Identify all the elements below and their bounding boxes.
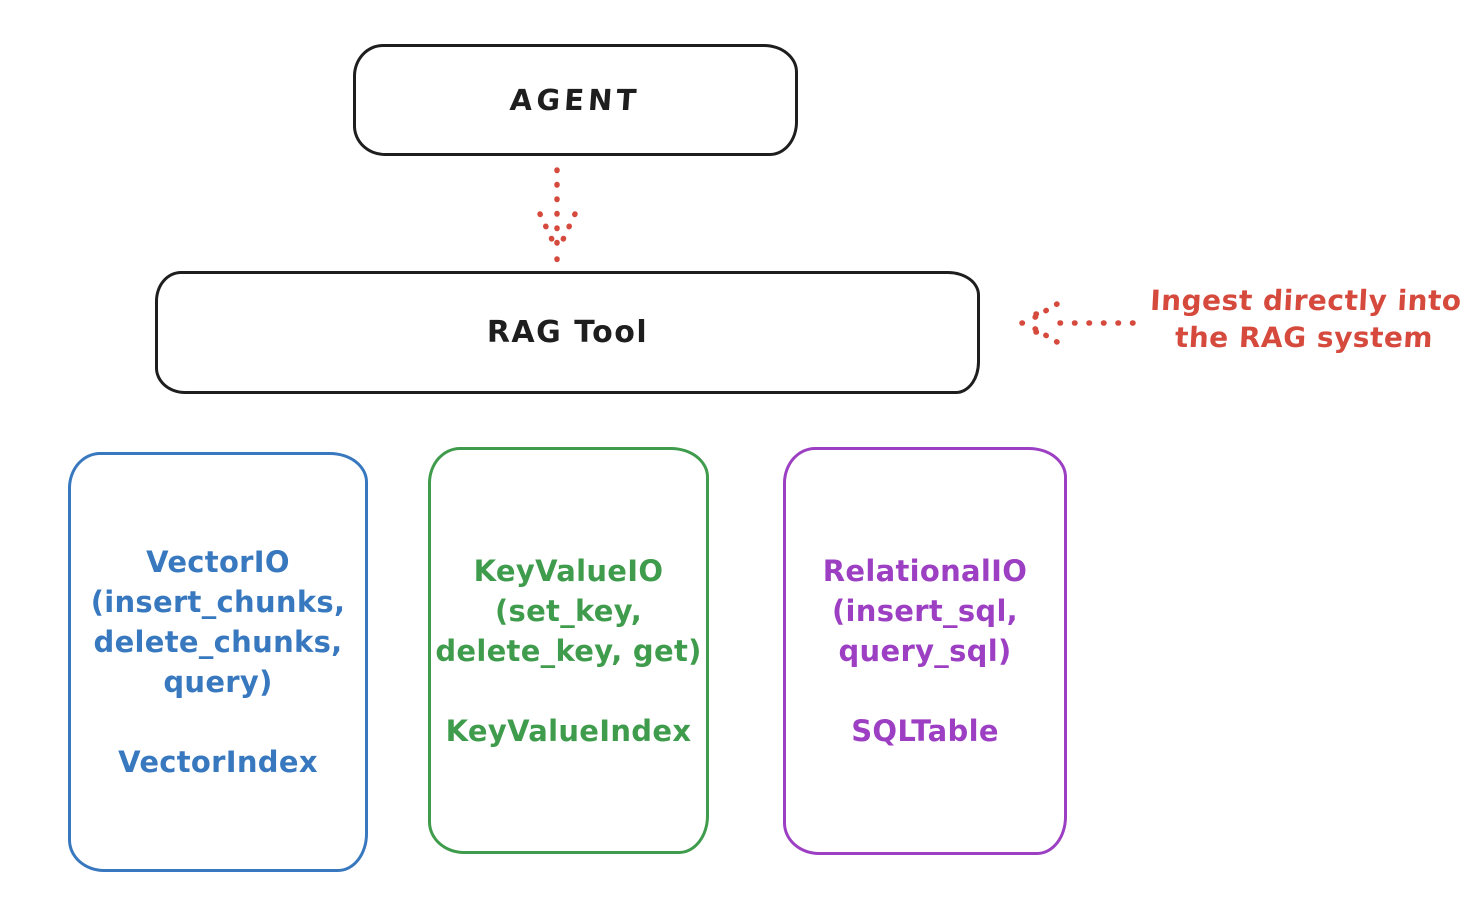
left-arrow-icon [1019, 301, 1136, 345]
key-value-io-box: KeyValueIO (set_key, delete_key, get) Ke… [428, 447, 709, 854]
agent-box: AGENT [353, 44, 798, 156]
vector-io-title: VectorIO [146, 545, 290, 579]
agent-label: AGENT [509, 83, 642, 117]
ingest-annotation-line2: the RAG system [1174, 321, 1434, 354]
vector-io-params-line3: query) [163, 665, 273, 699]
key-value-io-params-line2: delete_key, get) [435, 633, 702, 668]
ingest-annotation-line1: Ingest directly into [1149, 284, 1463, 317]
rag-tool-label: RAG Tool [486, 315, 649, 350]
sql-table-label: SQLTable [851, 714, 999, 748]
relational-io-params-line1: (insert_sql, [831, 594, 1018, 628]
key-value-io-params-line1: (set_key, [494, 593, 643, 628]
vector-io-box: VectorIO (insert_chunks, delete_chunks, … [68, 452, 368, 872]
rag-tool-box: RAG Tool [155, 271, 980, 394]
vector-io-params-line1: (insert_chunks, [90, 585, 346, 619]
down-arrow-icon [537, 167, 578, 263]
vector-io-params-line2: delete_chunks, [93, 625, 343, 659]
relational-io-title: RelationalIO [822, 554, 1028, 588]
key-value-index-label: KeyValueIndex [445, 713, 692, 748]
key-value-io-title: KeyValueIO [473, 553, 664, 588]
vector-index-label: VectorIndex [118, 745, 318, 779]
ingest-annotation: Ingest directly into the RAG system [1138, 282, 1472, 356]
relational-io-box: RelationalIO (insert_sql, query_sql) SQL… [783, 447, 1067, 855]
relational-io-params-line2: query_sql) [838, 634, 1012, 668]
